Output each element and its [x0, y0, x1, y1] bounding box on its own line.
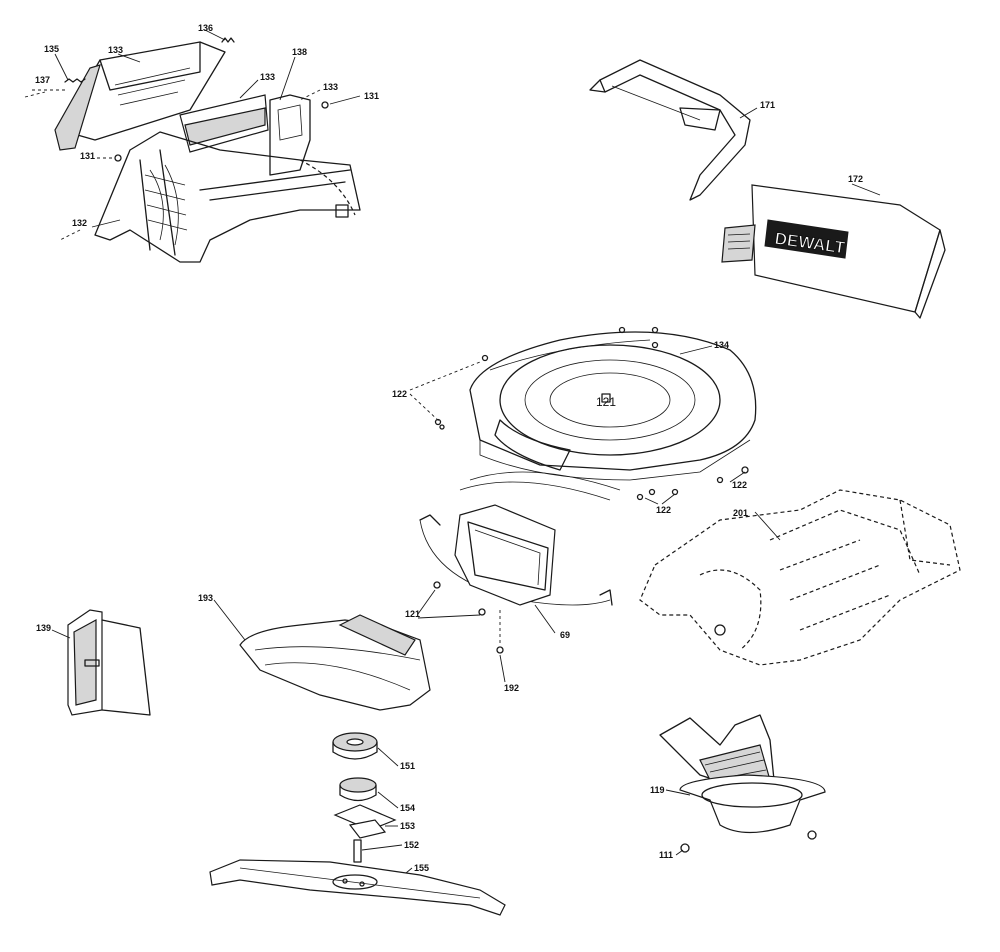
callout-155: 155: [414, 863, 429, 873]
callout-138: 138: [292, 47, 307, 57]
grass-bag-frame: [589, 59, 751, 201]
callout-133-side: 133: [323, 82, 338, 92]
discharge-chute: [419, 471, 621, 654]
callout-119: 119: [650, 785, 665, 795]
blade-adaptor-stack: [332, 732, 397, 863]
callout-131-left: 131: [80, 151, 95, 161]
callout-132: 132: [72, 218, 87, 228]
callout-121-lower: 121: [405, 609, 420, 619]
callout-172: 172: [848, 174, 863, 184]
deck-leaders: [409, 345, 746, 505]
lower-housing: [659, 714, 826, 853]
callout-136: 136: [198, 23, 213, 33]
callout-201: 201: [733, 508, 748, 518]
callout-135: 135: [44, 44, 59, 54]
callout-111: 111: [659, 850, 673, 860]
callout-69: 69: [560, 630, 570, 640]
callout-153: 153: [400, 821, 415, 831]
chute-leaders: [417, 589, 556, 683]
mower-deck: [434, 326, 757, 501]
callout-171: 171: [760, 100, 775, 110]
callout-137: 137: [35, 75, 50, 85]
upper-housing-assembly: [54, 37, 361, 263]
callout-192: 192: [504, 683, 519, 693]
callout-122-right: 122: [732, 480, 747, 490]
callout-133-flap: 133: [260, 72, 275, 82]
callout-139: 139: [36, 623, 51, 633]
callout-121-center: 121: [596, 395, 616, 409]
rear-housing-outline: [639, 489, 961, 666]
callout-133-lid: 133: [108, 45, 123, 55]
mulch-plug: [239, 614, 431, 711]
callout-154: 154: [400, 803, 415, 813]
callout-151: 151: [400, 761, 415, 771]
callout-193: 193: [198, 593, 213, 603]
callout-131-top: 131: [364, 91, 379, 101]
callout-122-left: 122: [392, 389, 407, 399]
grass-bag: DEWALT: [721, 184, 946, 319]
callout-152: 152: [404, 840, 419, 850]
mower-blade: [209, 859, 506, 916]
callout-134: 134: [714, 340, 729, 350]
upper-housing-leaders: [24, 29, 361, 241]
callout-122-bottom: 122: [656, 505, 671, 515]
side-flap: [67, 609, 151, 716]
